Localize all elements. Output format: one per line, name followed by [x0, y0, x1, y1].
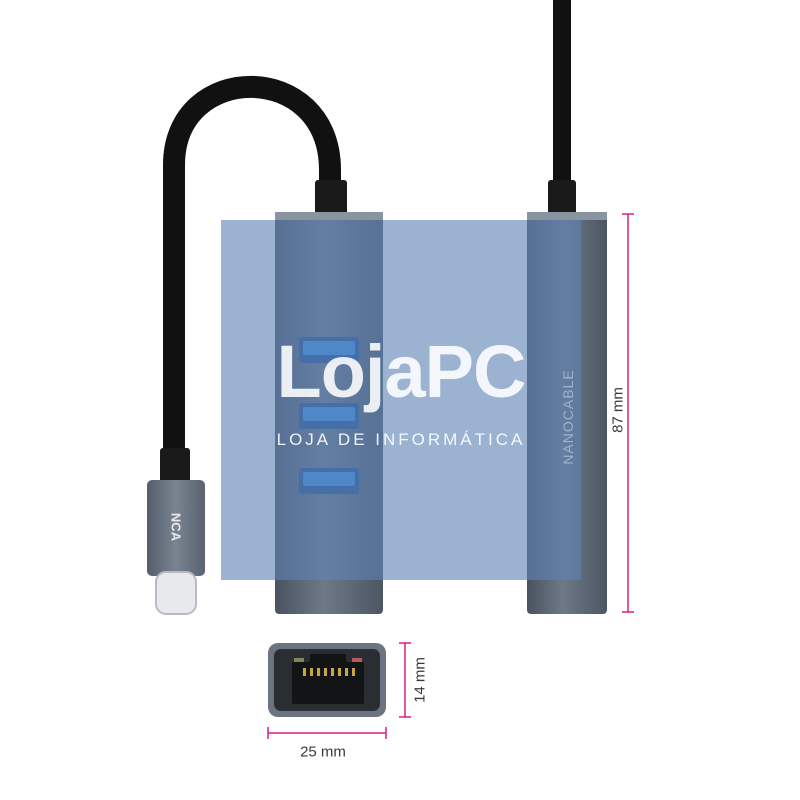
dimension-line-port-height — [399, 642, 411, 718]
dimension-port-width-label: 25 mm — [300, 743, 346, 761]
watermark-overlay: LojaPC LOJA DE INFORMÁTICA — [221, 220, 581, 580]
right-cable — [553, 0, 571, 200]
left-strain-relief — [315, 180, 347, 215]
brand-label: NANOCABLE — [560, 369, 576, 465]
ethernet-port-icon — [268, 643, 386, 717]
watermark-title: LojaPC — [276, 330, 527, 413]
usb-c-plug-icon — [155, 571, 197, 615]
dimension-line-port-width — [267, 727, 387, 739]
right-strain-relief — [548, 180, 576, 215]
usb-c-plug-body — [147, 480, 205, 576]
dimension-line-height — [622, 213, 634, 613]
dimension-height-label: 87 mm — [609, 387, 627, 433]
plug-logo: NCA — [168, 512, 184, 542]
plug-strain-relief — [160, 448, 190, 486]
dimension-port-height-label: 14 mm — [411, 657, 429, 703]
watermark-subtitle: LOJA DE INFORMÁTICA — [276, 430, 526, 449]
usb-c-cable — [163, 75, 341, 461]
